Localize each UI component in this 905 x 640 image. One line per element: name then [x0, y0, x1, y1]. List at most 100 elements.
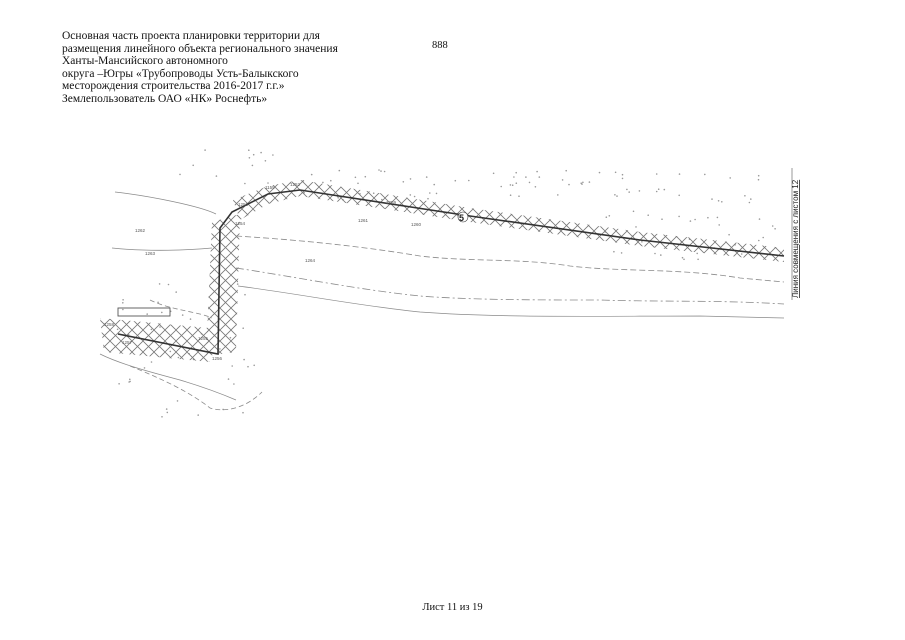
survey-dot	[267, 182, 269, 184]
contour-road-4	[237, 285, 785, 319]
survey-dot	[638, 190, 641, 192]
survey-dot	[660, 254, 662, 256]
survey-dot	[402, 181, 405, 183]
page-number: 888	[432, 40, 448, 51]
document-header: Основная часть проекта планировки террит…	[62, 30, 392, 106]
header-line-1: Основная часть проекта планировки террит…	[62, 30, 320, 42]
survey-dot	[511, 184, 514, 186]
survey-dot	[161, 416, 163, 418]
survey-dot	[122, 299, 124, 301]
survey-dot	[515, 171, 517, 174]
survey-dot	[364, 175, 367, 178]
survey-dot	[565, 169, 567, 172]
survey-dot	[728, 233, 730, 236]
survey-dot	[613, 250, 615, 253]
survey-dot	[632, 210, 635, 213]
segment-label: 5	[459, 213, 464, 223]
survey-dot	[518, 195, 520, 197]
survey-dot	[244, 293, 246, 296]
survey-dot	[260, 151, 262, 154]
survey-dot	[242, 327, 244, 330]
survey-dot	[161, 311, 163, 314]
survey-dot	[383, 170, 386, 173]
survey-dot	[729, 177, 731, 179]
survey-dot	[582, 181, 584, 184]
survey-dot	[568, 183, 570, 186]
survey-dot	[433, 183, 436, 186]
survey-dot	[678, 194, 680, 197]
survey-dot	[711, 198, 713, 200]
survey-dot	[176, 400, 179, 402]
survey-dot	[468, 179, 470, 182]
survey-dot	[429, 192, 431, 194]
survey-dot	[704, 173, 706, 176]
survey-dot	[663, 188, 666, 191]
survey-dot	[150, 361, 153, 363]
contour-road-3	[235, 267, 785, 305]
survey-dot	[197, 414, 199, 416]
survey-dot	[380, 170, 382, 172]
survey-dot	[454, 179, 457, 182]
header-line-6: Землепользователь ОАО «НК» Роснефть»	[62, 92, 268, 105]
survey-dot	[310, 173, 313, 176]
survey-dot	[534, 186, 537, 188]
survey-dot	[538, 176, 541, 178]
survey-dot	[357, 182, 359, 185]
survey-dot	[204, 149, 206, 151]
survey-dot	[748, 201, 751, 204]
survey-dot	[264, 160, 267, 162]
survey-dot	[227, 378, 230, 380]
row-corridor-vertical	[206, 214, 240, 356]
svg-text:1253: 1253	[238, 202, 249, 207]
building-outline	[117, 307, 171, 317]
survey-dot	[409, 194, 412, 196]
survey-dot	[122, 302, 124, 304]
survey-dot	[655, 190, 658, 193]
survey-dot	[242, 411, 244, 414]
svg-text:1255: 1255	[198, 336, 209, 341]
svg-text:1264: 1264	[305, 258, 316, 263]
survey-dot	[378, 169, 380, 171]
survey-dot	[243, 358, 245, 361]
survey-dot	[774, 228, 776, 230]
pipeline-axis	[117, 189, 785, 355]
survey-dot	[272, 154, 274, 156]
survey-dot	[248, 157, 251, 159]
survey-dot	[146, 313, 148, 315]
survey-dot	[166, 411, 169, 414]
survey-dot	[721, 201, 723, 203]
survey-dot	[758, 239, 760, 242]
survey-dot	[614, 194, 616, 196]
match-line-label: Линия совмещения с листом 12	[791, 179, 800, 298]
svg-text:1263: 1263	[145, 251, 156, 256]
survey-dot	[757, 174, 760, 177]
survey-dot	[694, 218, 696, 221]
survey-dot	[626, 188, 628, 191]
survey-dot	[192, 164, 194, 167]
header-line-5: месторождения строительства 2016-2017 г.…	[62, 80, 285, 93]
survey-dot	[762, 236, 764, 239]
survey-dot	[608, 215, 611, 217]
survey-dot	[181, 314, 184, 316]
svg-text:1252: 1252	[290, 182, 301, 187]
survey-dot	[681, 256, 684, 259]
survey-dot	[409, 178, 412, 180]
survey-dot	[536, 170, 538, 173]
survey-dot	[179, 173, 181, 176]
survey-dot	[143, 367, 146, 369]
survey-dot	[122, 308, 124, 311]
survey-dot	[561, 179, 564, 181]
survey-dot	[621, 173, 624, 176]
survey-dot	[322, 181, 324, 184]
survey-dot	[588, 181, 591, 183]
survey-dot	[598, 171, 601, 174]
survey-dot	[717, 200, 720, 202]
segment-marker	[457, 211, 469, 223]
contour-road-1	[111, 191, 217, 251]
survey-dot	[718, 224, 720, 226]
contour-road-6	[99, 353, 237, 401]
survey-dot	[628, 191, 630, 193]
survey-dot	[605, 216, 608, 218]
survey-dot	[252, 153, 255, 156]
survey-dot	[678, 173, 681, 175]
